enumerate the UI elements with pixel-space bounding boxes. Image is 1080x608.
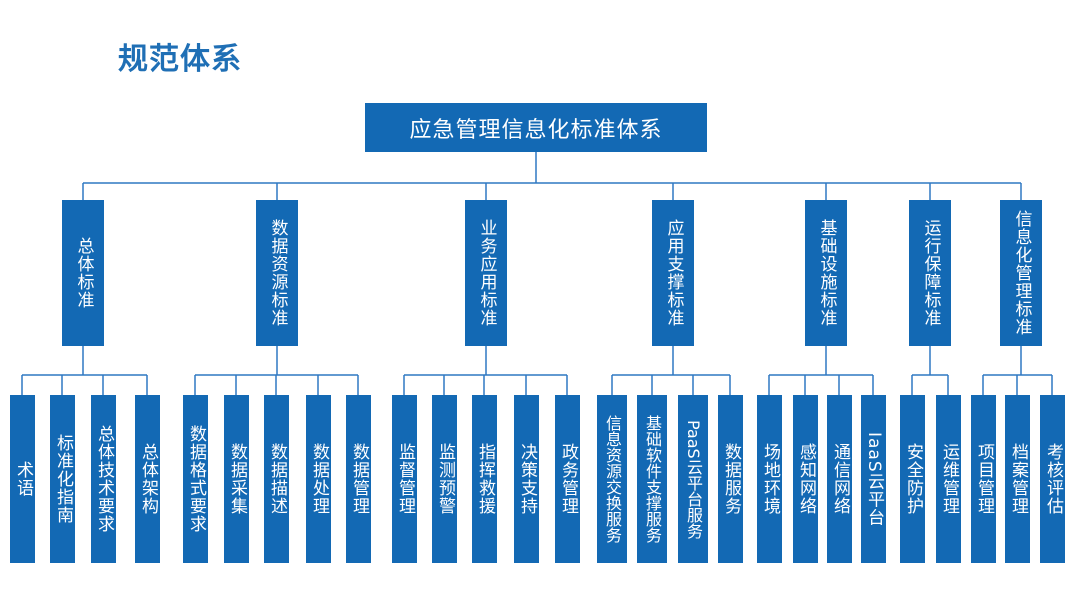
leaf-node: 总体架构: [135, 395, 160, 563]
category-label: 数据资源标准: [267, 219, 288, 327]
category-label: 业务应用标准: [476, 219, 497, 327]
leaf-label: IaaS云平台: [864, 431, 884, 527]
leaf-label: 数据管理: [349, 443, 369, 515]
category-node-data-resource: 数据资源标准: [256, 200, 298, 346]
leaf-node: 总体技术要求: [91, 395, 116, 563]
leaf-node: 通信网络: [827, 395, 852, 563]
category-label: 总体标准: [73, 237, 94, 309]
leaf-label: 安全防护: [903, 443, 923, 515]
leaf-label: 数据服务: [721, 443, 741, 515]
category-node-operation: 运行保障标准: [909, 200, 951, 346]
leaf-node: 数据服务: [718, 395, 743, 563]
leaf-label: 数据处理: [309, 443, 329, 515]
leaf-node: 感知网络: [793, 395, 818, 563]
leaf-label: 数据格式要求: [186, 425, 206, 533]
leaf-node: 运维管理: [936, 395, 961, 563]
leaf-node: 数据处理: [306, 395, 331, 563]
leaf-label: 监督管理: [395, 443, 415, 515]
leaf-node: 档案管理: [1005, 395, 1030, 563]
leaf-label: 决策支持: [517, 443, 537, 515]
leaf-node: 监测预警: [432, 395, 457, 563]
category-label: 信息化管理标准: [1011, 210, 1032, 336]
leaf-label: 基础软件支撑服务: [643, 415, 662, 543]
leaf-node: 项目管理: [971, 395, 996, 563]
leaf-label: 监测预警: [435, 443, 455, 515]
leaf-label: 信息资源交换服务: [603, 415, 622, 543]
leaf-label: 数据描述: [267, 443, 287, 515]
leaf-label: 感知网络: [796, 443, 816, 515]
leaf-node: PaaS云平台服务: [678, 395, 708, 563]
leaf-label: PaaS云平台服务: [684, 419, 703, 539]
leaf-label: 标准化指南: [53, 434, 73, 524]
leaf-label: 档案管理: [1008, 443, 1028, 515]
leaf-label: 数据采集: [227, 443, 247, 515]
leaf-node: 标准化指南: [50, 395, 75, 563]
leaf-node: 术语: [10, 395, 35, 563]
leaf-node: 数据采集: [224, 395, 249, 563]
leaf-node: IaaS云平台: [861, 395, 886, 563]
leaf-label: 考核评估: [1043, 443, 1063, 515]
leaf-node: 决策支持: [514, 395, 539, 563]
leaf-node: 基础软件支撑服务: [637, 395, 667, 563]
category-node-infrastructure: 基础设施标准: [805, 200, 847, 346]
leaf-label: 通信网络: [830, 443, 850, 515]
leaf-label: 运维管理: [939, 443, 959, 515]
category-node-overall: 总体标准: [62, 200, 104, 346]
leaf-label: 政务管理: [558, 443, 578, 515]
leaf-label: 项目管理: [974, 443, 994, 515]
category-label: 应用支撑标准: [663, 219, 684, 327]
category-label: 运行保障标准: [920, 219, 941, 327]
leaf-node: 数据管理: [346, 395, 371, 563]
root-label: 应急管理信息化标准体系: [409, 117, 663, 143]
leaf-node: 监督管理: [392, 395, 417, 563]
leaf-node: 指挥救援: [472, 395, 497, 563]
leaf-label: 总体架构: [138, 443, 158, 515]
leaf-node: 考核评估: [1040, 395, 1065, 563]
page-title: 规范体系: [118, 42, 242, 77]
leaf-label: 场地环境: [760, 443, 780, 515]
leaf-node: 安全防护: [900, 395, 925, 563]
category-node-info-management: 信息化管理标准: [1000, 200, 1042, 346]
category-node-business-app: 业务应用标准: [465, 200, 507, 346]
leaf-node: 场地环境: [757, 395, 782, 563]
leaf-label: 术语: [13, 461, 33, 497]
leaf-node: 数据格式要求: [183, 395, 208, 563]
leaf-node: 数据描述: [264, 395, 289, 563]
leaf-node: 政务管理: [555, 395, 580, 563]
leaf-node: 信息资源交换服务: [597, 395, 627, 563]
root-node: 应急管理信息化标准体系: [365, 103, 707, 152]
category-label: 基础设施标准: [816, 219, 837, 327]
leaf-label: 指挥救援: [475, 443, 495, 515]
category-node-app-support: 应用支撑标准: [652, 200, 694, 346]
leaf-label: 总体技术要求: [94, 425, 114, 533]
